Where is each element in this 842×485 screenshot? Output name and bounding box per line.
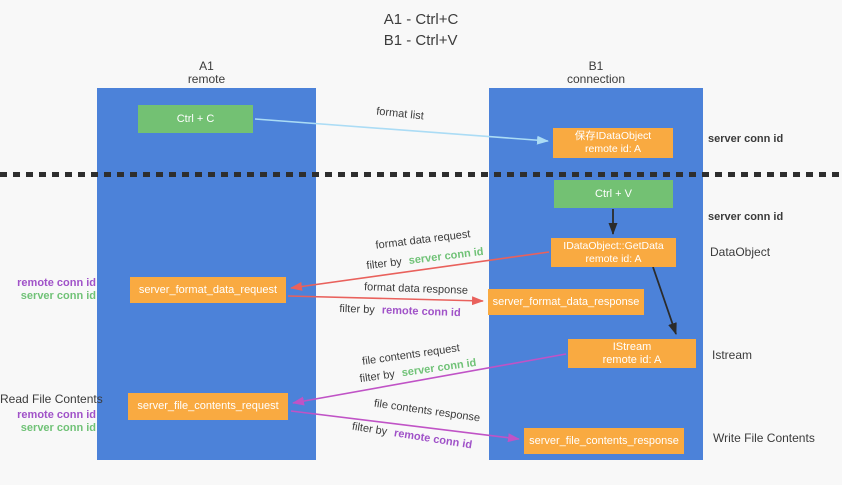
node-ctrl-v-label: Ctrl + V: [595, 187, 632, 200]
node-format-response-label: server_format_data_response: [492, 295, 640, 308]
server-conn-id-text: server conn id: [408, 245, 485, 267]
label-remote-conn-id-1: remote conn id: [17, 277, 96, 289]
label-dataobject: DataObject: [710, 245, 771, 259]
node-file-request-label: server_file_contents_request: [137, 400, 279, 412]
edge-label-format-data-response: format data response: [364, 281, 468, 297]
lane-b1-subtitle: connection: [566, 72, 626, 86]
label-server-conn-id-top: server conn id: [708, 133, 784, 145]
filter-by-text: filter by: [365, 255, 403, 273]
lane-a1-subtitle: remote: [187, 72, 226, 86]
diagram-title: A1 - Ctrl+C B1 - Ctrl+V: [0, 9, 842, 51]
remote-conn-id-text: remote conn id: [393, 427, 473, 452]
title-line-1: A1 - Ctrl+C: [383, 11, 459, 28]
node-file-response-label: server_file_contents_response: [529, 434, 679, 447]
title-line-2: B1 - Ctrl+V: [383, 32, 458, 49]
label-server-conn-id-2: server conn id: [20, 422, 96, 434]
node-server-file-contents-request: server_file_contents_request: [128, 393, 288, 420]
node-server-format-data-response: server_format_data_response: [488, 289, 644, 315]
lane-header-a1: A1 remote: [97, 60, 316, 86]
filter-by-text: filter by: [339, 302, 376, 317]
lane-a1-name: A1: [199, 59, 214, 73]
node-ctrl-c: Ctrl + C: [138, 105, 253, 133]
lane-b1-name: B1: [588, 59, 604, 73]
label-write-file-contents: Write File Contents: [713, 431, 815, 445]
node-getdata-line1: IDataObject::GetData: [563, 239, 664, 252]
label-read-file-contents: Read File Contents: [0, 392, 103, 406]
node-getdata-line2: remote id: A: [585, 252, 642, 265]
dotted-separator-line: [0, 172, 842, 177]
node-server-format-data-request: server_format_data_request: [130, 277, 286, 303]
lane-header-b1: B1 connection: [489, 60, 703, 86]
node-save-idataobject-line1: 保存IDataObject: [574, 130, 652, 142]
node-ctrl-v: Ctrl + V: [554, 180, 673, 208]
file-contents-response-text: file contents response: [373, 397, 481, 425]
label-istream: Istream: [712, 348, 753, 362]
node-istream: IStream remote id: A: [568, 339, 696, 368]
node-idataobject-getdata: IDataObject::GetData remote id: A: [551, 238, 676, 267]
edge-label-format-list: format list: [376, 106, 425, 123]
node-format-request-label: server_format_data_request: [138, 283, 278, 296]
label-server-conn-id-mid: server conn id: [708, 211, 784, 223]
label-remote-conn-id-2: remote conn id: [17, 409, 96, 421]
node-istream-line2: remote id: A: [602, 353, 662, 366]
label-group-format-conn-ids: remote conn id server conn id: [0, 277, 96, 303]
node-ctrl-c-label: Ctrl + C: [176, 112, 215, 125]
edge-label-filter-remote-conn-1: filter by remote conn id: [339, 303, 461, 319]
edge-label-filter-remote-conn-2: filter by remote conn id: [351, 421, 473, 452]
label-server-conn-id-1: server conn id: [20, 290, 96, 302]
format-list-text: format list: [375, 105, 425, 123]
format-data-response-arrow: [287, 295, 484, 306]
edge-label-file-contents-response: file contents response: [373, 398, 481, 425]
filter-by-text: filter by: [358, 368, 396, 386]
node-server-file-contents-response: server_file_contents_response: [524, 428, 684, 454]
node-istream-line1: IStream: [612, 340, 652, 353]
label-group-file-conn-ids: remote conn id server conn id: [0, 409, 96, 435]
filter-by-text: filter by: [351, 420, 389, 438]
node-save-idataobject: 保存IDataObject remote id: A: [553, 128, 673, 158]
remote-conn-id-text: remote conn id: [381, 304, 461, 320]
format-data-response-text: format data response: [363, 281, 469, 297]
node-save-idataobject-line2: remote id: A: [584, 143, 642, 155]
